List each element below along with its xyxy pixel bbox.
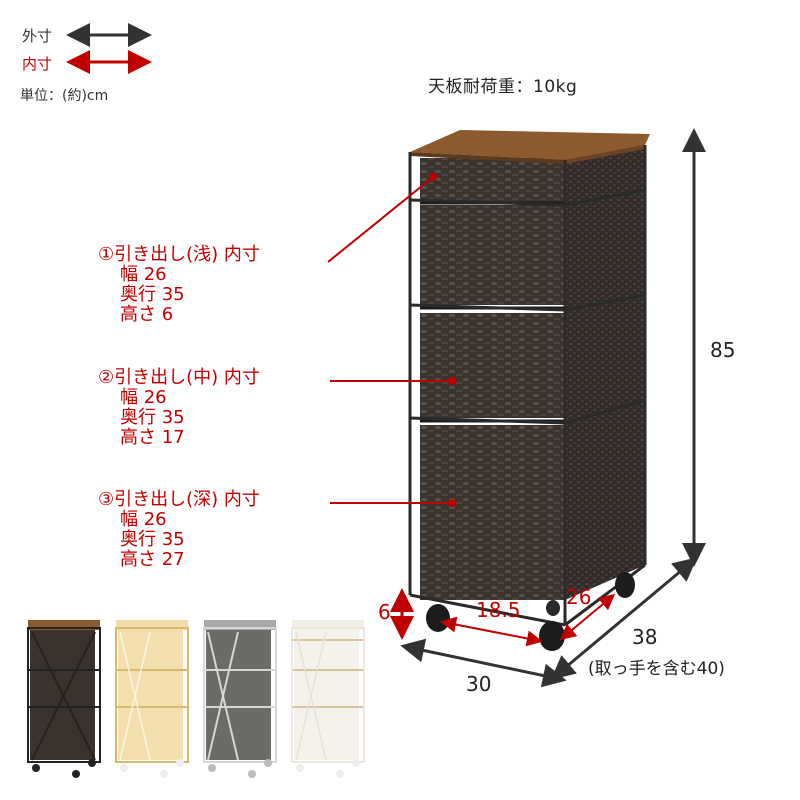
main-cabinet-illustration xyxy=(408,130,650,651)
drawer-width: 幅 26 xyxy=(120,509,167,530)
callout-lines xyxy=(327,173,456,507)
top-load-capacity: 天板耐荷重：10kg xyxy=(428,77,578,97)
depth-note-label: (取っ手を含む40) xyxy=(588,659,725,679)
width-dimension-arrow xyxy=(400,638,567,688)
drawer-spec-medium: ②引き出し(中) 内寸 幅 26 奥行 35 高さ 17 xyxy=(98,368,260,448)
drawer-height: 高さ 6 xyxy=(120,304,174,325)
unit-label: 単位：(約)cm xyxy=(20,88,109,104)
drawer-spec-shallow: ①引き出し(浅) 内寸 幅 26 奥行 35 高さ 6 xyxy=(98,245,260,325)
caster-width-arrow xyxy=(440,616,543,647)
color-variant-natural xyxy=(115,620,189,778)
drawer-title: ③引き出し(深) 内寸 xyxy=(98,489,260,510)
color-variant-dark-brown xyxy=(27,620,101,778)
drawer-spec-deep: ③引き出し(深) 内寸 幅 26 奥行 35 高さ 27 xyxy=(98,490,260,570)
caster-depth-arrow xyxy=(559,593,616,641)
color-variant-white xyxy=(291,620,365,778)
width-total-label: 30 xyxy=(466,672,492,696)
drawer-medium-upper xyxy=(420,205,565,305)
drawer-shallow xyxy=(420,158,565,203)
caster-height-label: 6 xyxy=(378,600,391,624)
drawer-deep xyxy=(420,425,565,600)
drawer-depth: 奥行 35 xyxy=(120,407,185,428)
caster-width-label: 18.5 xyxy=(476,598,521,622)
color-variant-gray xyxy=(203,620,277,778)
legend-outer-label: 外寸 xyxy=(22,27,53,45)
depth-dimension-arrow xyxy=(550,557,698,680)
drawer-depth: 奥行 35 xyxy=(120,529,185,550)
drawer-width: 幅 26 xyxy=(120,264,167,285)
caster-depth-label: 26 xyxy=(566,585,592,609)
drawer-medium xyxy=(420,313,565,418)
legend-inner-label: 内寸 xyxy=(22,55,53,73)
drawer-width: 幅 26 xyxy=(120,387,167,408)
drawer-height: 高さ 17 xyxy=(120,427,185,448)
drawer-title: ②引き出し(中) 内寸 xyxy=(98,367,260,388)
drawer-height: 高さ 27 xyxy=(120,549,185,570)
depth-total-label: 38 xyxy=(632,625,658,649)
drawer-depth: 奥行 35 xyxy=(120,284,185,305)
height-total-label: 85 xyxy=(710,338,736,362)
drawer-title: ①引き出し(浅) 内寸 xyxy=(98,244,260,265)
